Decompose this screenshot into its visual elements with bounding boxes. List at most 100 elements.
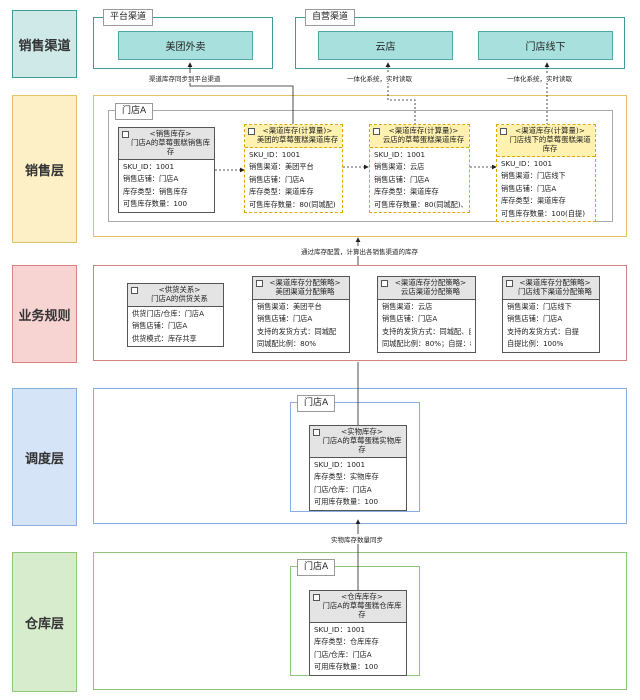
card-title: <实物库存>: [341, 427, 383, 436]
platform-channel-label: 平台渠道: [103, 9, 154, 26]
card-title: <渠道库存(计算量)>: [515, 126, 585, 135]
card-subtitle: 门店A的供货关系: [151, 293, 208, 303]
class-icon: [381, 280, 388, 287]
card-title: <渠道库存分配策略>: [519, 278, 591, 287]
card-subtitle: 美团渠道分配策略: [275, 286, 335, 296]
sales-frame: [93, 95, 627, 237]
self-channel-label: 自营渠道: [305, 9, 356, 26]
card-row: 库存类型：实物库存: [314, 472, 379, 482]
edge-label-realtime-2: 一体化系统，实时读取: [506, 73, 573, 83]
layer-sales: 销售层: [12, 95, 77, 243]
card-title: <渠道库存(计算量)>: [262, 126, 333, 135]
class-icon: [248, 128, 255, 135]
card-subtitle: 门店A的草莓蛋糕销售库存: [131, 137, 210, 156]
card-row: 销售渠道：门店线下: [507, 301, 572, 311]
card-row: SKU_ID：1001: [249, 149, 301, 159]
sales-store-frame: [108, 110, 613, 222]
edge-label-calc: 通过库存配置，计算出各销售渠道的库存: [300, 246, 419, 256]
card-row: 销售店铺：门店A: [501, 183, 557, 193]
card-row: 供货门店/仓库：门店A: [132, 308, 205, 318]
card-row: 门店/仓库：门店A: [314, 649, 372, 659]
card-subtitle: 门店A的草莓蛋糕实物库存: [322, 435, 402, 454]
card-row: SKU_ID：1001: [374, 149, 426, 159]
rules-frame: [93, 265, 627, 361]
dispatch-store-label: 门店A: [297, 395, 336, 412]
card-row: 销售渠道：云店: [374, 162, 425, 172]
card-row: 销售渠道：美团平台: [249, 162, 314, 172]
card-row: 销售店铺：门店A: [249, 174, 305, 184]
class-icon: [373, 128, 380, 135]
card-row: 销售店铺：门店A: [123, 174, 179, 184]
strategy-card-yundian: <渠道库存分配策略> 云店渠道分配策略 销售渠道：云店 销售店铺：门店A 支持的…: [377, 276, 476, 353]
card-row: 销售店铺：门店A: [382, 314, 438, 324]
card-row: 销售渠道：云店: [382, 301, 433, 311]
card-title: <渠道库存分配策略>: [269, 278, 341, 287]
channel-offline: 门店线下: [478, 31, 613, 60]
card-row: 可售库存数量：100(自提): [501, 208, 586, 218]
card-row: SKU_ID：1001: [314, 624, 366, 634]
warehouse-frame: [93, 552, 627, 690]
card-row: 销售渠道：美团平台: [257, 301, 322, 311]
strategy-card-offline: <渠道库存分配策略> 门店线下渠道分配策略 销售渠道：门店线下 销售店铺：门店A…: [502, 276, 600, 353]
class-icon: [313, 594, 320, 601]
card-row: 库存类型：销售库存: [123, 186, 188, 196]
card-row: 销售店铺：门店A: [132, 321, 188, 331]
layer-warehouse: 仓库层: [12, 552, 77, 692]
card-row: SKU_ID：1001: [314, 459, 366, 469]
channel-stock-card-meituan: <渠道库存(计算量)> 美团的草莓蛋糕渠道库存 SKU_ID：1001 销售渠道…: [244, 124, 343, 214]
card-row: 销售店铺：门店A: [507, 314, 563, 324]
platform-channel-frame: [93, 17, 273, 69]
card-title: <渠道库存(计算量)>: [388, 126, 459, 135]
layer-channel: 销售渠道: [12, 10, 77, 78]
supply-relation-card: <供货关系> 门店A的供货关系 供货门店/仓库：门店A 销售店铺：门店A 供货模…: [127, 283, 224, 348]
card-row: 销售渠道：门店线下: [501, 171, 566, 181]
card-row: 可售库存数量：100: [123, 199, 188, 209]
class-icon: [256, 280, 263, 287]
card-row: 库存类型：渠道库存: [249, 187, 314, 197]
class-icon: [506, 280, 513, 287]
card-row: 销售店铺：门店A: [374, 174, 430, 184]
edge-label-physical-sync: 实物库存数量同步: [330, 534, 384, 544]
card-row: 同城配比例：80%；自提：80%: [382, 339, 471, 349]
layer-rules: 业务规则: [12, 265, 77, 363]
card-subtitle: 云店的草莓蛋糕渠道库存: [382, 134, 465, 144]
card-row: 库存类型：仓库库存: [314, 637, 379, 647]
card-row: 库存类型：渠道库存: [374, 187, 439, 197]
card-subtitle: 美团的草莓蛋糕渠道库存: [256, 134, 339, 144]
card-title: <渠道库存分配策略>: [394, 278, 467, 287]
layer-dispatch: 调度层: [12, 388, 77, 526]
class-icon: [131, 287, 138, 294]
card-row: 门店/仓库：门店A: [314, 484, 372, 494]
sales-store-label: 门店A: [115, 103, 154, 120]
card-row: 自提比例：100%: [507, 339, 564, 349]
card-subtitle: 云店渠道分配策略: [400, 286, 461, 296]
sales-stock-card: <销售库存> 门店A的草莓蛋糕销售库存 SKU_ID：1001 销售店铺：门店A…: [118, 127, 215, 213]
card-row: 销售店铺：门店A: [257, 314, 313, 324]
card-row: 同城配比例：80%: [257, 339, 317, 349]
card-subtitle: 门店线下的草莓蛋糕渠道库存: [509, 134, 591, 153]
strategy-card-meituan: <渠道库存分配策略> 美团渠道分配策略 销售渠道：美团平台 销售店铺：门店A 支…: [252, 276, 350, 353]
card-title: <销售库存>: [149, 129, 192, 138]
class-icon: [500, 128, 507, 135]
edge-label-realtime-1: 一体化系统，实时读取: [346, 73, 413, 83]
card-row: 支持的发货方式：自提: [507, 326, 579, 336]
physical-stock-card: <实物库存> 门店A的草莓蛋糕实物库存 SKU_ID：1001 库存类型：实物库…: [309, 425, 407, 511]
dispatch-store-frame: [290, 402, 420, 512]
card-row: 供货模式：库存共享: [132, 333, 197, 343]
edge-label-sync-platform: 渠道库存同步到平台渠道: [148, 73, 222, 83]
card-row: 可售库存数量：80(同城配)、80(自提: [374, 199, 465, 209]
card-row: 可用库存数量：100: [314, 662, 379, 672]
card-subtitle: 门店线下渠道分配策略: [518, 286, 592, 296]
channel-meituan: 美团外卖: [118, 31, 253, 60]
channel-stock-card-yundian: <渠道库存(计算量)> 云店的草莓蛋糕渠道库存 SKU_ID：1001 销售渠道…: [369, 124, 470, 214]
self-channel-frame: [295, 17, 625, 69]
card-subtitle: 门店A的草莓蛋糕仓库库存: [322, 600, 402, 619]
class-icon: [313, 429, 320, 436]
card-row: 可用库存数量：100: [314, 497, 379, 507]
card-row: 支持的发货方式：同城配、自提: [382, 326, 471, 336]
warehouse-stock-card: <仓库库存> 门店A的草莓蛋糕仓库库存 SKU_ID：1001 库存类型：仓库库…: [309, 590, 407, 676]
warehouse-store-label: 门店A: [297, 559, 336, 576]
card-row: SKU_ID：1001: [123, 161, 175, 171]
card-title: <供货关系>: [158, 285, 201, 294]
card-title: <仓库库存>: [341, 592, 383, 601]
